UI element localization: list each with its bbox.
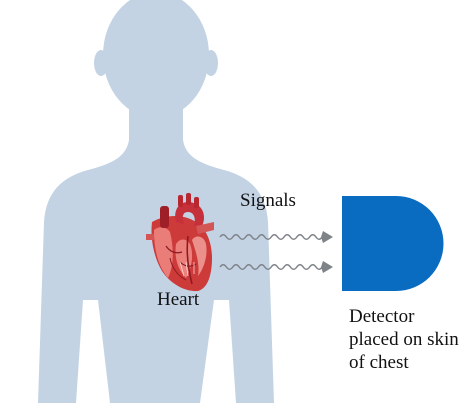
- signals-label: Signals: [240, 189, 296, 212]
- heart-label: Heart: [157, 288, 199, 311]
- detector-label-line: of chest: [349, 351, 467, 374]
- detector-label-line: Detector: [349, 305, 467, 328]
- detector-shape: [342, 196, 444, 291]
- body-silhouette: [38, 0, 274, 403]
- detector-label-line: placed on skin: [349, 328, 467, 351]
- detector-label: Detector placed on skin of chest: [349, 305, 467, 374]
